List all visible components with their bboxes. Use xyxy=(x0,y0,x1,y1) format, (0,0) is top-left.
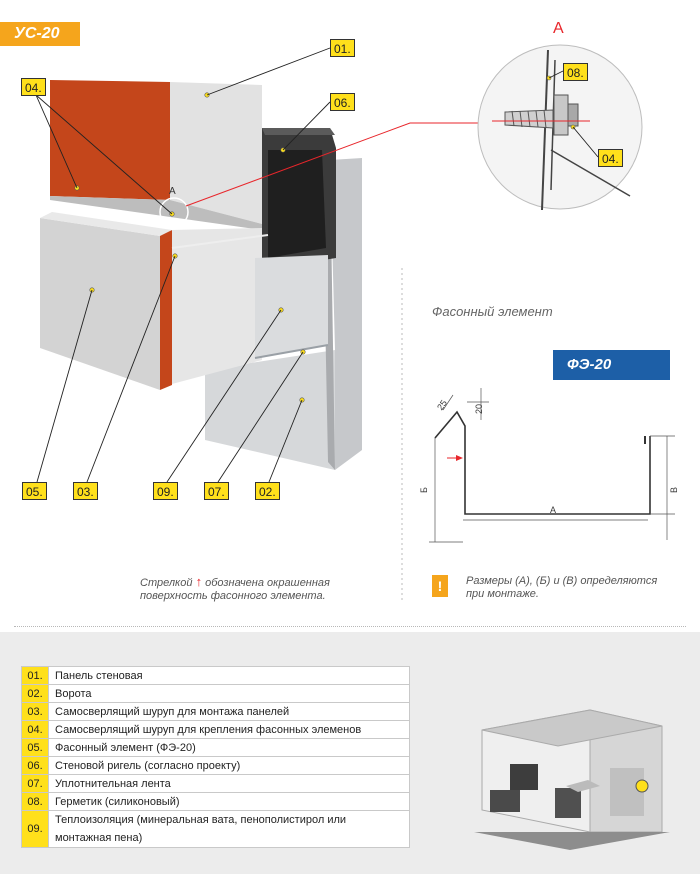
legend-row: 09.Теплоизоляция (минеральная вата, пено… xyxy=(21,810,410,848)
legend-label: Герметик (силиконовый) xyxy=(48,792,410,811)
legend-label: Фасонный элемент (ФЭ-20) xyxy=(48,738,410,757)
building-illustration xyxy=(474,709,670,850)
callout-04: 04. xyxy=(21,78,46,96)
arrow-note-part1: Стрелкой xyxy=(140,577,193,589)
legend-label: Уплотнительная лента xyxy=(48,774,410,793)
callout-06: 06. xyxy=(330,93,355,111)
callout-09: 09. xyxy=(153,482,178,500)
red-arrow-icon: ↑ xyxy=(195,574,203,589)
legend-number: 09. xyxy=(21,810,49,848)
legend-row: 01.Панель стеновая xyxy=(21,666,410,685)
size-note-line2: при монтаже. xyxy=(466,588,539,600)
dim-a: А xyxy=(550,505,557,515)
callout-04-detail: 04. xyxy=(598,149,623,167)
callout-05: 05. xyxy=(22,482,47,500)
detail-letter-main: А xyxy=(169,186,176,197)
legend-number: 08. xyxy=(21,792,49,811)
dim-20: 20 xyxy=(474,403,485,415)
arrow-note-part2: обозначена окрашенная xyxy=(205,577,330,589)
arrow-note: Стрелкой ↑ обозначена окрашенная поверхн… xyxy=(140,575,390,603)
legend-label: Ворота xyxy=(48,684,410,703)
detail-letter: А xyxy=(553,20,564,37)
legend-row: 07.Уплотнительная лента xyxy=(21,774,410,793)
size-note: Размеры (А), (Б) и (В) определяются при … xyxy=(466,575,686,601)
legend-number: 02. xyxy=(21,684,49,703)
legend-row: 02.Ворота xyxy=(21,684,410,703)
legend-row: 06.Стеновой ригель (согласно проекту) xyxy=(21,756,410,775)
legend-label: Панель стеновая xyxy=(48,666,410,685)
warning-icon: ! xyxy=(432,575,448,597)
callout-08-detail: 08. xyxy=(563,63,588,81)
legend-number: 06. xyxy=(21,756,49,775)
legend-number: 07. xyxy=(21,774,49,793)
callout-07: 07. xyxy=(204,482,229,500)
size-note-line1: Размеры (А), (Б) и (В) определяются xyxy=(466,575,658,587)
arrow-note-part3: поверхность фасонного элемента. xyxy=(140,590,326,602)
section-badge: УС-20 xyxy=(0,22,80,46)
legend-number: 04. xyxy=(21,720,49,739)
legend-label: Теплоизоляция (минеральная вата, пенопол… xyxy=(48,810,410,848)
callout-01: 01. xyxy=(330,39,355,57)
legend-row: 05.Фасонный элемент (ФЭ-20) xyxy=(21,738,410,757)
callout-02: 02. xyxy=(255,482,280,500)
legend-label: Самосверлящий шуруп для крепления фасонн… xyxy=(48,720,410,739)
callout-03: 03. xyxy=(73,482,98,500)
profile-badge: ФЭ-20 xyxy=(553,350,670,380)
legend-number: 05. xyxy=(21,738,49,757)
dim-b: Б xyxy=(418,487,429,493)
legend-row: 08.Герметик (силиконовый) xyxy=(21,792,410,811)
legend-number: 03. xyxy=(21,702,49,721)
section-divider xyxy=(14,626,686,627)
legend-row: 04.Самосверлящий шуруп для крепления фас… xyxy=(21,720,410,739)
dim-v: В xyxy=(669,486,680,494)
profile-title: Фасонный элемент xyxy=(432,304,553,319)
legend-label: Стеновой ригель (согласно проекту) xyxy=(48,756,410,775)
legend-row: 03.Самосверлящий шуруп для монтажа панел… xyxy=(21,702,410,721)
legend-number: 01. xyxy=(21,666,49,685)
profile-drawing xyxy=(429,388,675,543)
legend-label: Самосверлящий шуруп для монтажа панелей xyxy=(48,702,410,721)
